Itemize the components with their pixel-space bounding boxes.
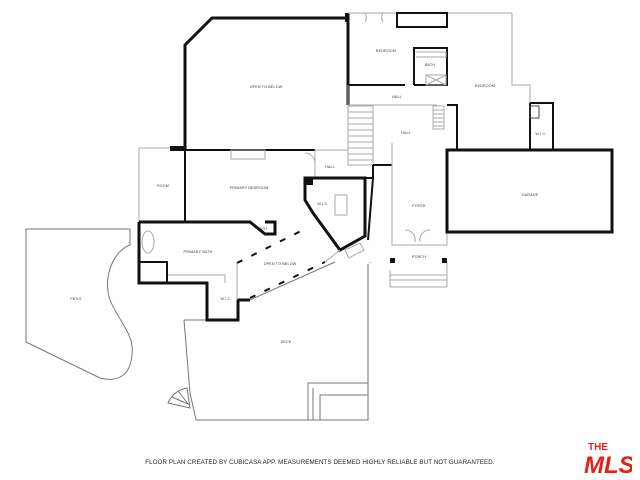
patio-outline <box>25 228 133 380</box>
spiral-stair-icon <box>167 387 191 409</box>
room-label: GARAGE <box>522 193 539 197</box>
room-label: W.I.C. <box>536 132 547 136</box>
hall-wall <box>347 85 437 106</box>
fireplace-icon <box>230 149 266 160</box>
stairs-icon <box>347 105 445 166</box>
room-label: HALL <box>392 95 402 99</box>
room-label: W.I.C. <box>221 297 232 301</box>
room-label: PRIMARY BEDROOM <box>230 186 269 190</box>
room-label: BEDROOM <box>475 84 495 88</box>
garage-walls <box>445 148 614 234</box>
room-label: HALL <box>325 165 335 169</box>
bathtub-icon <box>141 230 155 254</box>
room-label: ROOM <box>157 184 169 188</box>
vanity-icon <box>416 51 447 58</box>
door-icon <box>404 229 431 243</box>
svg-text:THE: THE <box>588 442 608 453</box>
shower-icon <box>425 74 447 86</box>
closet-wall <box>139 261 168 283</box>
column <box>390 258 395 263</box>
room-label: W.I.C. <box>318 202 329 206</box>
room-label: BEDROOM <box>376 49 396 53</box>
room-label: FOYER <box>412 204 426 208</box>
room-label: BATH <box>257 227 267 231</box>
wall <box>365 165 374 241</box>
room-label: PRIMARY BATH <box>184 250 213 254</box>
window-wall <box>511 13 531 103</box>
wall <box>185 149 392 166</box>
door-icon <box>364 12 384 23</box>
disclaimer-text: FLOOR PLAN CREATED BY CUBICASA APP. MEAS… <box>145 459 495 466</box>
fireplace-icon <box>529 105 540 119</box>
primary-bath-walls <box>137 220 277 322</box>
deck-step <box>307 382 368 420</box>
wall-open-to-below <box>183 16 348 150</box>
lounger-icon <box>344 242 365 259</box>
closet <box>396 12 448 28</box>
wall-column <box>170 146 185 151</box>
room-label: OPEN TO BELOW <box>250 85 283 89</box>
rail <box>236 249 341 300</box>
room-label: DECK <box>281 340 292 344</box>
room-label: BATH <box>425 63 435 67</box>
deck-outline <box>183 261 371 421</box>
room-label: PATIO <box>70 297 81 301</box>
wall <box>447 104 458 150</box>
porch-steps <box>389 262 448 288</box>
wall-column <box>304 178 313 185</box>
svg-text:MLS: MLS <box>584 452 632 476</box>
rail <box>236 229 304 264</box>
mls-logo: THE MLS <box>584 442 632 476</box>
wic-walls <box>529 102 554 150</box>
room-label: HALL <box>401 131 411 135</box>
room-label: PORCH <box>412 255 426 259</box>
island-icon <box>334 194 348 216</box>
column <box>442 258 447 263</box>
vanity-icon <box>168 274 226 283</box>
rail <box>249 261 326 299</box>
room-label: OPEN TO BELOW <box>264 262 297 266</box>
wall-column <box>345 13 349 22</box>
door-icon <box>304 149 348 178</box>
foyer-walls <box>391 143 448 246</box>
